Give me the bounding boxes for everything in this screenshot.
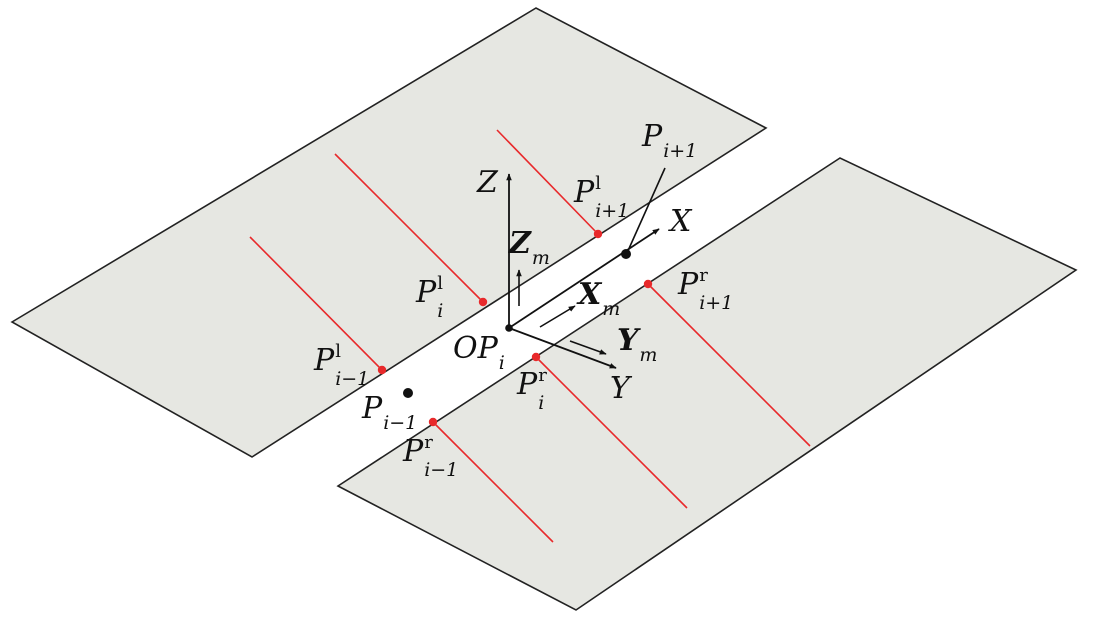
ym-axis bbox=[569, 340, 607, 355]
left-red-line-i-plus-1 bbox=[496, 129, 599, 235]
point-p-l-i-plus-1 bbox=[593, 229, 603, 239]
label-p-r-i-plus-1-subscript: i+1 bbox=[699, 292, 733, 314]
left-plane bbox=[10, 7, 768, 458]
label-p-r-i-plus-1: P bbox=[677, 267, 699, 302]
label-p-r-i: P bbox=[516, 367, 538, 402]
left-red-line-i bbox=[334, 153, 484, 303]
label-p-r-i-minus-1-superscript: r bbox=[424, 432, 433, 453]
label-p-l-i-minus-1-superscript: l bbox=[335, 341, 341, 362]
point-p-r-i-minus-1 bbox=[428, 417, 438, 427]
label-xm-subscript: m bbox=[602, 298, 620, 320]
point-p-r-i bbox=[531, 352, 541, 362]
label-p-r-i-minus-1-subscript: i−1 bbox=[424, 459, 458, 481]
label-ym: Y bbox=[617, 323, 641, 358]
label-op-i: OP bbox=[453, 331, 499, 366]
x-axis bbox=[508, 228, 660, 329]
point-p-i-plus-1 bbox=[621, 249, 631, 259]
right-red-line-i-minus-1 bbox=[432, 421, 554, 543]
label-p-i-plus-1-subscript: i+1 bbox=[663, 140, 697, 162]
y-axis bbox=[508, 327, 617, 369]
label-p-i-minus-1-subscript: i−1 bbox=[383, 412, 417, 434]
label-xm: X bbox=[576, 277, 603, 312]
label-p-l-i-plus-1-superscript: l bbox=[595, 173, 601, 194]
right-red-line-i-plus-1 bbox=[647, 283, 811, 447]
point-origin-op-i bbox=[505, 324, 513, 332]
label-p-i-minus-1: P bbox=[361, 391, 383, 426]
label-x: X bbox=[668, 204, 693, 239]
right-red-line-i bbox=[535, 356, 688, 509]
point-p-r-i-plus-1 bbox=[643, 279, 653, 289]
label-p-r-i-superscript: r bbox=[538, 365, 547, 386]
label-p-r-i-plus-1-superscript: r bbox=[699, 265, 708, 286]
xm-axis bbox=[539, 305, 576, 328]
right-plane bbox=[336, 157, 1078, 611]
label-p-l-i-plus-1: P bbox=[573, 175, 595, 210]
label-p-r-i-subscript: i bbox=[538, 392, 544, 414]
left-red-line-i-minus-1 bbox=[249, 236, 383, 371]
point-p-i-minus-1 bbox=[403, 388, 413, 398]
label-p-l-i-minus-1: P bbox=[313, 343, 335, 378]
label-zm: Z bbox=[508, 226, 532, 261]
label-p-l-i-subscript: i bbox=[437, 300, 443, 322]
label-p-l-i: P bbox=[415, 275, 437, 310]
label-p-l-i-minus-1-subscript: i−1 bbox=[335, 368, 369, 390]
point-p-l-i bbox=[478, 297, 488, 307]
point-p-l-i-minus-1 bbox=[377, 365, 387, 375]
label-ym-subscript: m bbox=[639, 344, 657, 366]
label-zm-subscript: m bbox=[532, 247, 550, 269]
label-y: Y bbox=[610, 371, 633, 406]
label-p-l-i-superscript: l bbox=[437, 273, 443, 294]
leader-line-p-i-plus-1 bbox=[626, 167, 666, 254]
label-p-l-i-plus-1-subscript: i+1 bbox=[595, 200, 629, 222]
label-p-i-plus-1: P bbox=[641, 119, 663, 154]
label-p-r-i-minus-1: P bbox=[402, 434, 424, 469]
label-z: Z bbox=[476, 165, 499, 200]
label-op-i-subscript: i bbox=[499, 352, 505, 374]
